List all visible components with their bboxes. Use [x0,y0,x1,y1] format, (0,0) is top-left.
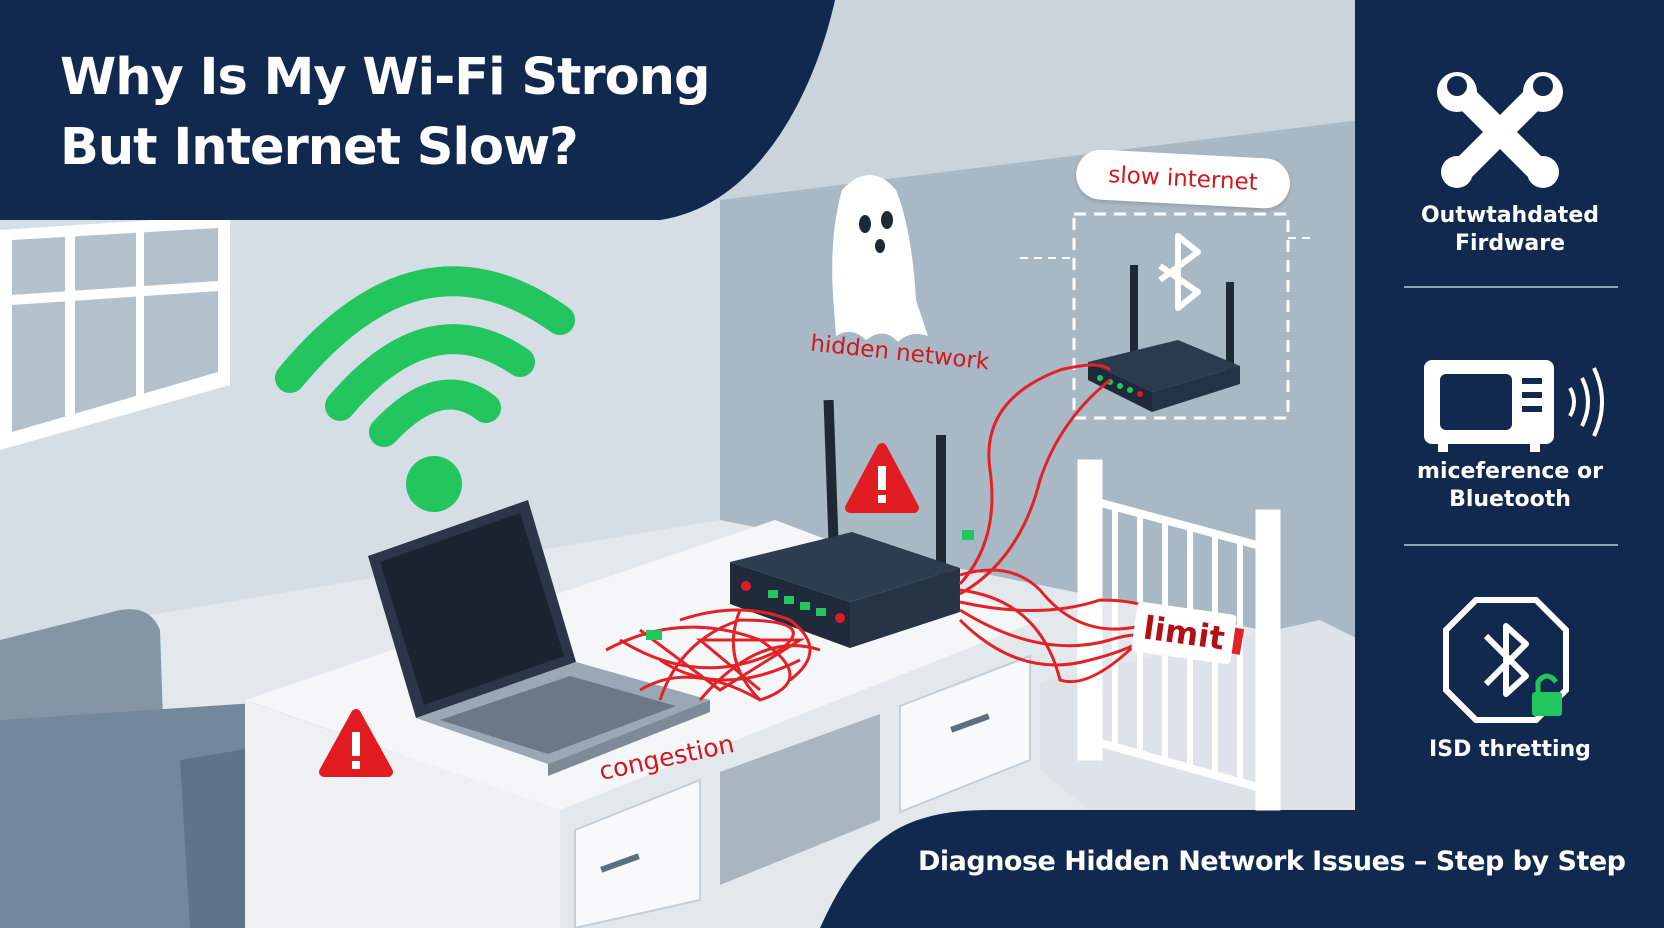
issue-interference-label: miceference or Bluetooth [1400,458,1620,514]
issue-isp-throttling-label: ISD thretting [1400,736,1620,764]
issue-label-line: Outwtahdated [1420,203,1599,228]
router-secondary [1020,212,1310,420]
cable-plug [646,630,662,640]
issue-label-line: Bluetooth [1449,487,1571,512]
warning-icon [845,443,919,513]
side-panel [1355,0,1664,928]
wrench-icon [1437,72,1563,188]
ghost-icon [832,175,928,342]
issue-label-line: Firdware [1454,231,1566,256]
cable-plug [962,530,974,540]
bluetooth-lock-icon [1443,597,1569,723]
page-title-line-2: But Internet Slow? [60,118,579,177]
issue-label-line: miceference or [1417,459,1603,484]
page-title-line-1: Why Is My Wi-Fi Strong [60,48,710,107]
issue-outdated-firmware-label: Outwtahdated Firdware [1400,202,1620,258]
bluetooth-icon [1158,233,1201,311]
title-banner [0,0,835,220]
footer-banner [820,810,1664,928]
wifi-signal-icon [275,266,575,512]
microwave-icon [1424,360,1604,452]
issue-label-line: ISD thretting [1429,737,1591,762]
warning-icon [319,709,393,777]
window [0,215,230,450]
footer-caption: Diagnose Hidden Network Issues – Step by… [918,846,1626,877]
laptop [368,500,710,776]
router-main [730,399,960,648]
